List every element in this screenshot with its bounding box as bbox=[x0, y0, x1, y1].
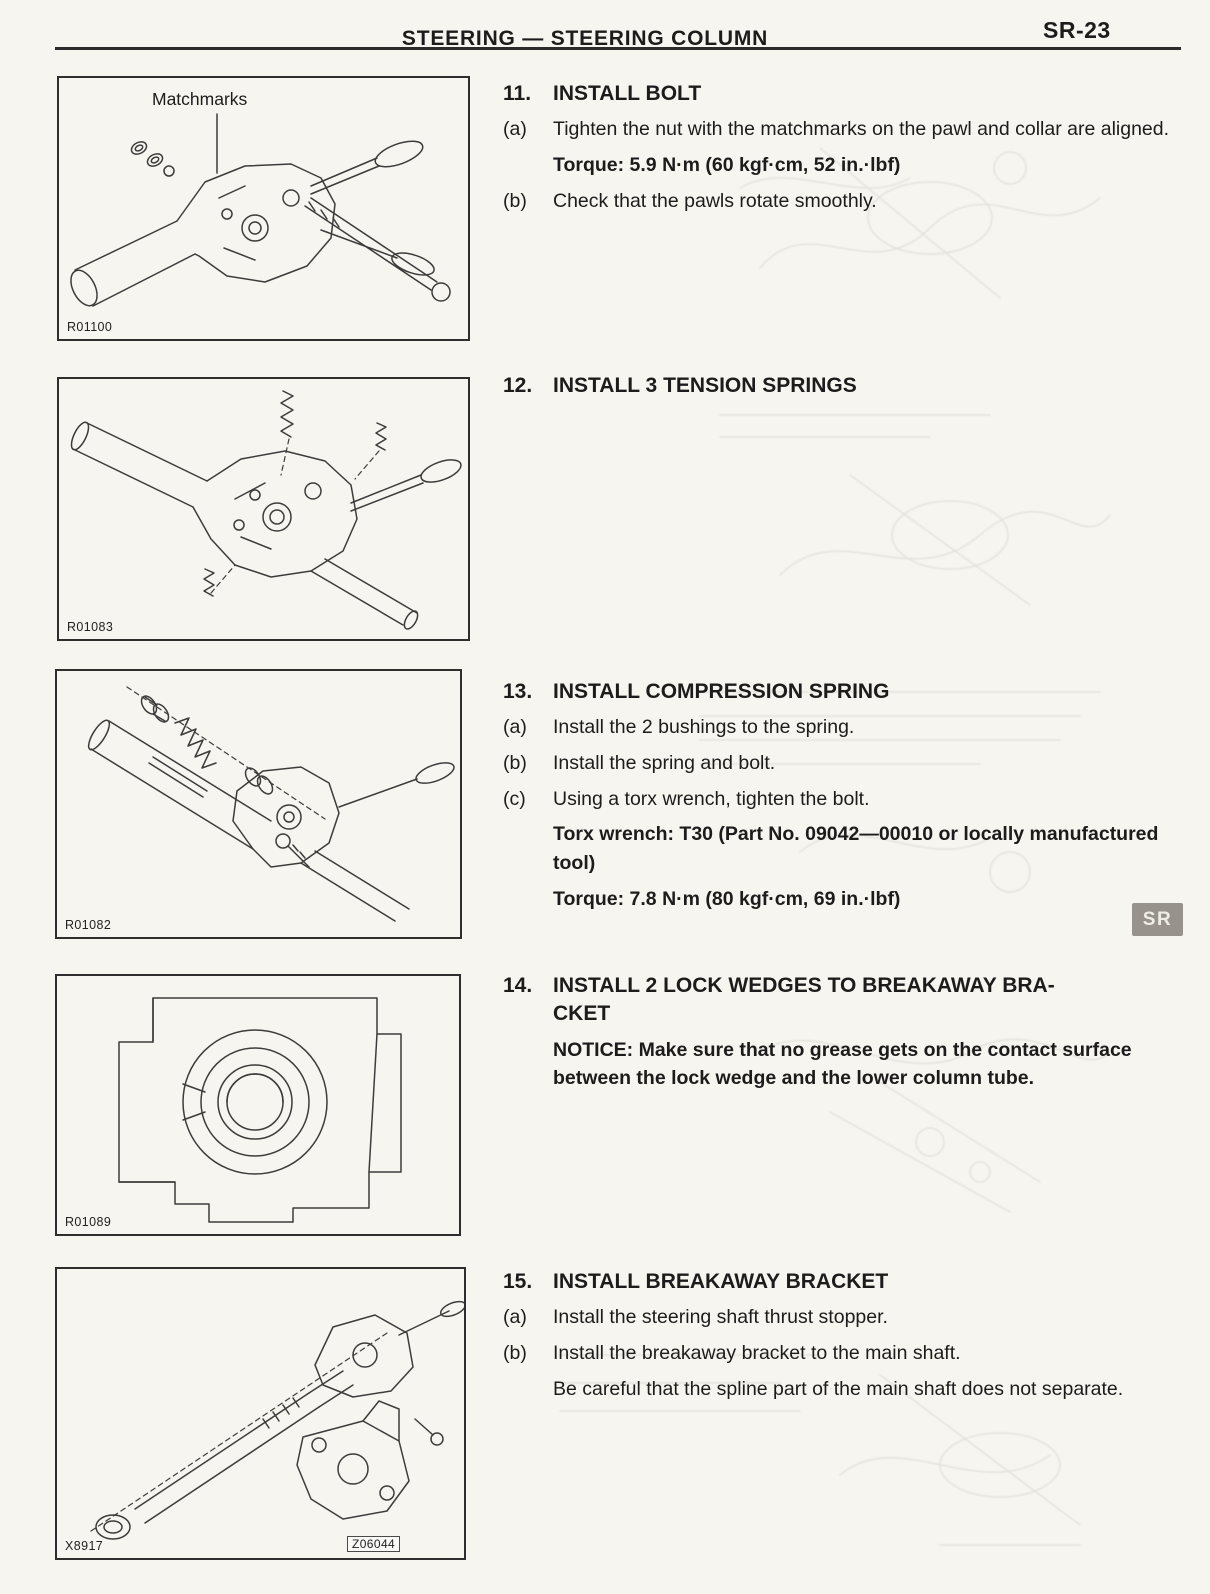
section-install-breakaway-bracket: 15. INSTALL BREAKAWAY BRACKET (a) Instal… bbox=[503, 1268, 1181, 1403]
instruction-step: (a) Install the steering shaft thrust st… bbox=[503, 1303, 1181, 1332]
step-text: Be careful that the spline part of the m… bbox=[553, 1377, 1124, 1400]
step-marker bbox=[503, 885, 553, 914]
section-number: 11. bbox=[503, 82, 532, 105]
instruction-step: (b) Install the spring and bolt. bbox=[503, 749, 1181, 778]
tension-springs-illustration bbox=[70, 390, 462, 630]
step-marker bbox=[503, 820, 553, 877]
figure-annotation-matchmarks: Matchmarks bbox=[152, 89, 248, 109]
step-text: NOTICE: Make sure that no grease gets on… bbox=[553, 1038, 1132, 1090]
step-marker bbox=[503, 151, 553, 180]
figure-breakaway-bracket: X8917 Z06044 bbox=[55, 1267, 466, 1560]
header-rule bbox=[55, 47, 1181, 50]
step-marker bbox=[503, 1036, 553, 1093]
section-heading: 12. INSTALL 3 TENSION SPRINGS bbox=[503, 372, 1181, 400]
step-marker: (b) bbox=[503, 1342, 527, 1364]
step-marker: (b) bbox=[503, 189, 527, 212]
lock-wedge-cross-section-illustration bbox=[118, 997, 402, 1223]
compression-spring-illustration bbox=[87, 686, 455, 922]
figure-code: R01100 bbox=[67, 320, 113, 334]
section-number: 15. bbox=[503, 1270, 533, 1293]
step-text: Torque: 7.8 N·m (80 kgf·cm, 69 in.·lbf) bbox=[553, 887, 901, 910]
figure-code: X8917 bbox=[65, 1539, 104, 1553]
step-text: Install the steering shaft thrust stoppe… bbox=[553, 1306, 888, 1329]
section-install-bolt: 11. INSTALL BOLT (a) Tighten the nut wit… bbox=[503, 80, 1181, 215]
notice-text: NOTICE: Make sure that no grease gets on… bbox=[503, 1036, 1181, 1093]
torque-spec: Torque: 7.8 N·m (80 kgf·cm, 69 in.·lbf) bbox=[503, 885, 1181, 914]
instruction-step: (b) Check that the pawls rotate smoothly… bbox=[503, 187, 1181, 216]
instruction-step: (a) Tighten the nut with the matchmarks … bbox=[503, 115, 1181, 144]
section-number: 14. bbox=[503, 974, 533, 997]
step-text: Check that the pawls rotate smoothly. bbox=[553, 189, 877, 212]
section-title: INSTALL 2 LOCK WEDGES TO BREAKAWAY BRA- … bbox=[553, 972, 1181, 1029]
page-title: STEERING — STEERING COLUMN bbox=[401, 27, 769, 50]
section-heading: 13. INSTALL COMPRESSION SPRING bbox=[503, 678, 1181, 706]
instruction-step: (b) Install the breakaway bracket to the… bbox=[503, 1339, 1181, 1368]
step-text: Torx wrench: T30 (Part No. 09042—00010 o… bbox=[553, 823, 1159, 874]
section-number: 13. bbox=[503, 680, 533, 703]
instruction-step: (a) Install the 2 bushings to the spring… bbox=[503, 713, 1181, 742]
section-title: INSTALL BREAKAWAY BRACKET bbox=[553, 1270, 889, 1293]
section-title: INSTALL COMPRESSION SPRING bbox=[553, 680, 890, 703]
step-marker: (a) bbox=[503, 118, 527, 141]
step-text: Using a torx wrench, tighten the bolt. bbox=[553, 787, 870, 810]
figure-tension-springs: R01083 bbox=[57, 377, 470, 641]
step-text: Install the 2 bushings to the spring. bbox=[553, 716, 855, 739]
section-install-tension-springs: 12. INSTALL 3 TENSION SPRINGS bbox=[503, 372, 1181, 405]
section-title-line2: CKET bbox=[553, 1002, 611, 1026]
page-bleed-through bbox=[690, 385, 1120, 635]
section-title: INSTALL 3 TENSION SPRINGS bbox=[553, 374, 857, 397]
figure-code: R01089 bbox=[65, 1215, 112, 1229]
step-text: Tighten the nut with the matchmarks on t… bbox=[553, 118, 1170, 141]
page-number: SR-23 bbox=[1043, 17, 1111, 43]
step-marker: (a) bbox=[503, 1306, 527, 1329]
section-install-lock-wedges: 14. INSTALL 2 LOCK WEDGES TO BREAKAWAY B… bbox=[503, 972, 1181, 1093]
figure-code: R01083 bbox=[67, 620, 114, 634]
figure-install-bolt: Matchmarks R01100 bbox=[57, 76, 470, 341]
steering-column-matchmarks-illustration bbox=[70, 113, 451, 307]
section-tab-sr: SR bbox=[1132, 903, 1183, 936]
tool-spec: Torx wrench: T30 (Part No. 09042—00010 o… bbox=[503, 820, 1181, 877]
step-text: Install the breakaway bracket to the mai… bbox=[553, 1342, 961, 1364]
section-install-compression-spring: 13. INSTALL COMPRESSION SPRING (a) Insta… bbox=[503, 678, 1181, 913]
figure-code: R01082 bbox=[65, 918, 112, 932]
section-heading: 14. INSTALL 2 LOCK WEDGES TO BREAKAWAY B… bbox=[503, 972, 1181, 1029]
section-title-line1: INSTALL 2 LOCK WEDGES TO BREAKAWAY BRA- bbox=[553, 974, 1055, 997]
caution-text: Be careful that the spline part of the m… bbox=[503, 1375, 1181, 1404]
figure-lock-wedge: R01089 bbox=[55, 974, 461, 1236]
section-number: 12. bbox=[503, 374, 533, 397]
breakaway-bracket-illustration bbox=[90, 1300, 464, 1540]
torque-spec: Torque: 5.9 N·m (60 kgf·cm, 52 in.·lbf) bbox=[503, 151, 1181, 180]
step-marker: (a) bbox=[503, 716, 527, 739]
section-heading: 15. INSTALL BREAKAWAY BRACKET bbox=[503, 1268, 1181, 1296]
figure-code-secondary: Z06044 bbox=[347, 1536, 401, 1552]
section-title: INSTALL BOLT bbox=[553, 82, 702, 105]
step-text: Torque: 5.9 N·m (60 kgf·cm, 52 in.·lbf) bbox=[553, 154, 901, 176]
step-marker bbox=[503, 1375, 553, 1404]
step-text: Install the spring and bolt. bbox=[553, 752, 776, 774]
step-marker: (b) bbox=[503, 752, 527, 774]
step-marker: (c) bbox=[503, 787, 526, 810]
instruction-step: (c) Using a torx wrench, tighten the bol… bbox=[503, 785, 1181, 814]
section-heading: 11. INSTALL BOLT bbox=[503, 80, 1181, 108]
figure-compression-spring: R01082 bbox=[55, 669, 462, 939]
